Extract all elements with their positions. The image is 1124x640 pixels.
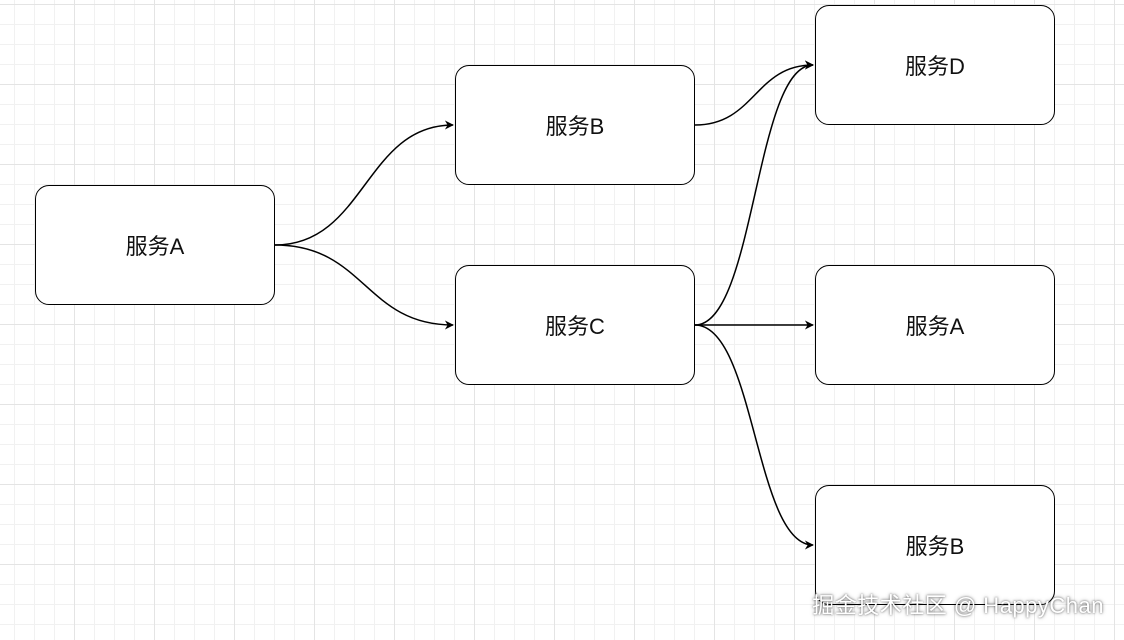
- node-label: 服务A: [905, 314, 965, 339]
- node-label: 服务A: [125, 234, 185, 259]
- node-label: 服务B: [545, 114, 605, 139]
- edge-c1-b2: [694, 324, 814, 550]
- edge-a1-c1: [274, 244, 454, 330]
- edge-b1-d1: [694, 60, 814, 126]
- node-service-b[interactable]: 服务B: [455, 65, 695, 185]
- node-label: 服务B: [905, 534, 965, 559]
- node-service-d[interactable]: 服务D: [815, 5, 1055, 125]
- edge-c1-d1: [694, 60, 814, 326]
- node-service-b-downstream[interactable]: 服务B: [815, 485, 1055, 605]
- node-label: 服务C: [545, 314, 605, 339]
- edge-a1-b1: [274, 120, 454, 246]
- watermark: 掘金技术社区 @ HappyChan: [812, 593, 1104, 618]
- node-label: 服务D: [905, 54, 965, 79]
- node-service-c[interactable]: 服务C: [455, 265, 695, 385]
- node-service-a-downstream[interactable]: 服务A: [815, 265, 1055, 385]
- node-service-a[interactable]: 服务A: [35, 185, 275, 305]
